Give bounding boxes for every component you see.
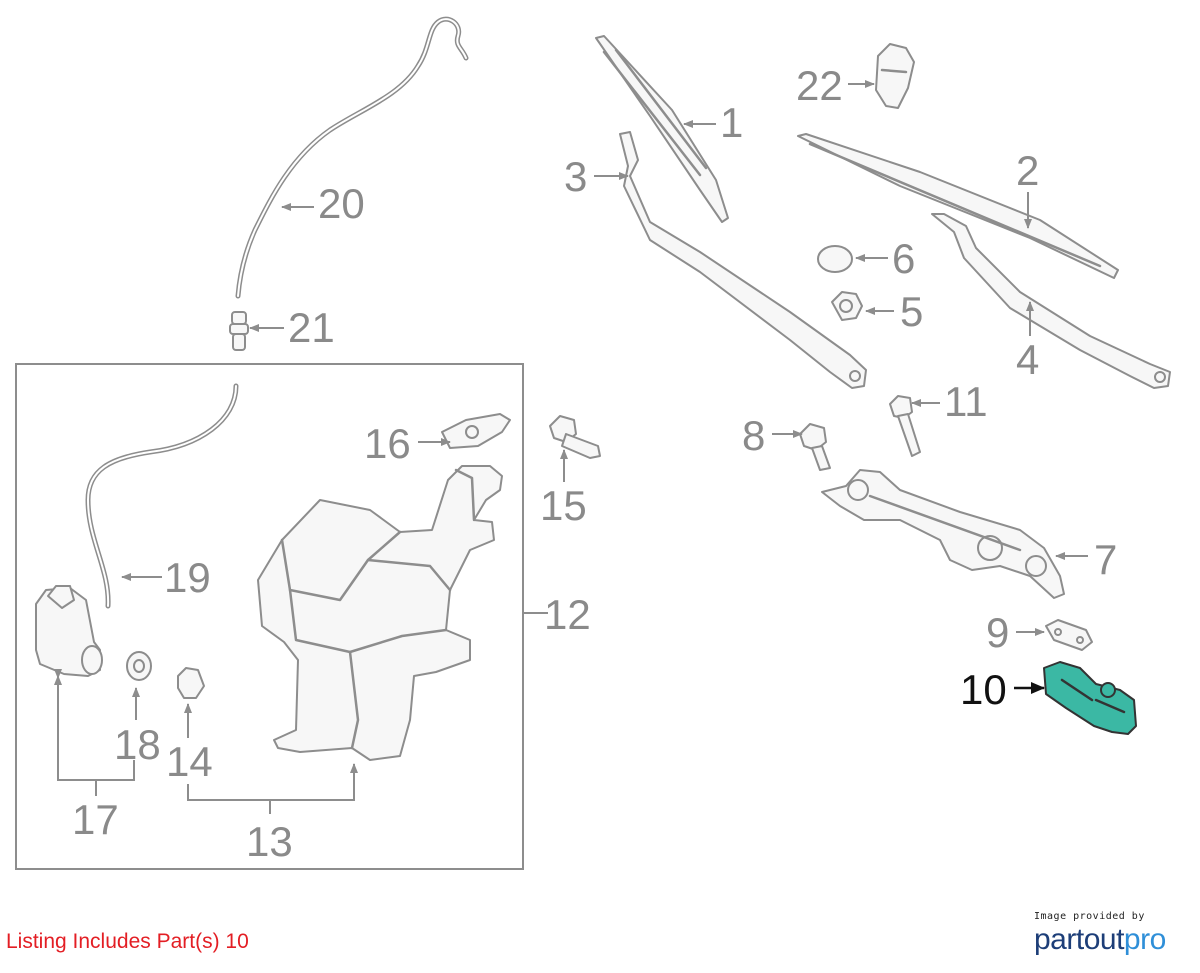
nut-part-5 — [831, 291, 863, 321]
washer-pump-part-17 — [35, 585, 103, 677]
wiper-motor-part-10 — [1043, 661, 1137, 735]
callout-labels: 1 2 3 4 5 6 7 8 9 10 11 12 13 14 15 16 1… — [72, 62, 1117, 865]
bolt-part-11 — [889, 395, 921, 457]
callout-9: 9 — [986, 609, 1009, 656]
callout-22: 22 — [796, 62, 843, 109]
washer-reservoir-part-13 — [257, 465, 503, 761]
grommet-part-18 — [126, 651, 152, 681]
bolt-part-8 — [799, 423, 831, 471]
callout-21: 21 — [288, 304, 335, 351]
callout-1: 1 — [720, 99, 743, 146]
callout-7: 7 — [1094, 536, 1117, 583]
image-credit: Image provided by partoutpro — [1034, 911, 1184, 957]
callout-14: 14 — [166, 738, 213, 785]
wiper-arm-part-3 — [619, 131, 867, 389]
reservoir-group-box — [15, 363, 524, 870]
connector-part-21 — [229, 311, 249, 351]
bracket-part-22 — [875, 43, 915, 109]
washer-hose-part-19 — [85, 383, 239, 609]
reservoir-cap-part-16 — [441, 413, 511, 449]
callout-20: 20 — [318, 180, 365, 227]
callout-16: 16 — [364, 420, 411, 467]
bolt-part-15 — [549, 415, 601, 459]
callout-17: 17 — [72, 796, 119, 843]
callout-3: 3 — [564, 153, 587, 200]
brand-logo-part-a: partout — [1034, 923, 1124, 956]
brand-logo-part-b: pro — [1123, 923, 1166, 956]
callout-8: 8 — [742, 412, 765, 459]
wiper-linkage-part-7 — [821, 469, 1065, 599]
washer-hose-part-20 — [235, 16, 469, 299]
cap-part-6 — [817, 245, 853, 273]
callout-2: 2 — [1016, 147, 1039, 194]
wiper-arm-part-4 — [931, 213, 1171, 389]
callout-11: 11 — [944, 378, 988, 425]
callout-arrows — [54, 80, 1088, 814]
callout-4: 4 — [1016, 336, 1039, 383]
callout-19: 19 — [164, 554, 211, 601]
credit-caption: Image provided by — [1034, 911, 1145, 922]
grommet-part-14 — [177, 667, 205, 699]
callout-10: 10 — [960, 666, 1007, 713]
callout-12: 12 — [544, 591, 591, 638]
wiper-blade-part-1 — [595, 35, 729, 223]
callout-6: 6 — [892, 235, 915, 282]
listing-note: Listing Includes Part(s) 10 — [6, 930, 249, 953]
callout-15: 15 — [540, 482, 587, 529]
bracket-part-9 — [1045, 619, 1093, 651]
callout-18: 18 — [114, 721, 161, 768]
callout-13: 13 — [246, 818, 293, 865]
brand-logo: partoutpro — [1034, 923, 1184, 957]
wiper-blade-part-2 — [797, 133, 1119, 279]
callout-5: 5 — [900, 288, 923, 335]
